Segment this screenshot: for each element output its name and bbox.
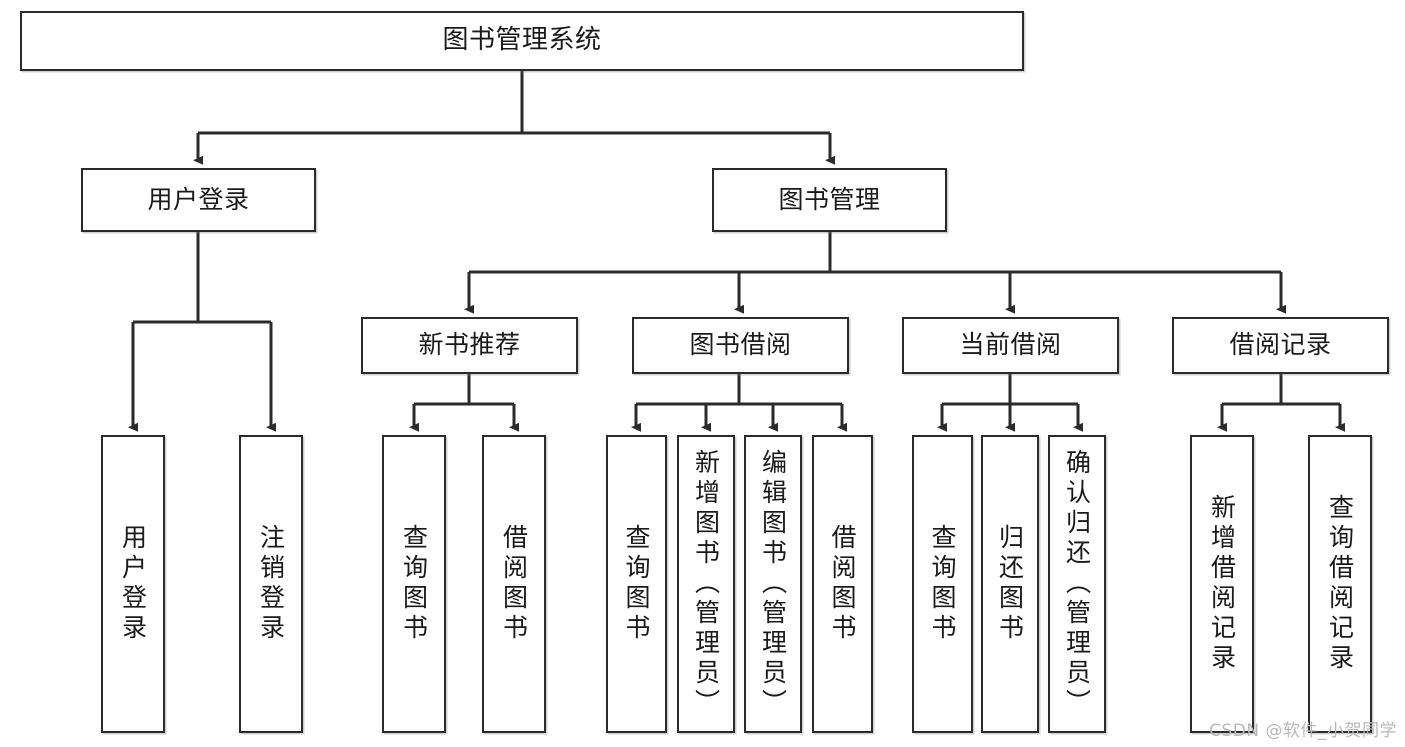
- node-label: 编辑图书（管理员）: [758, 449, 788, 719]
- leaf-borrow-book-newbook[interactable]: 借阅图书: [482, 435, 546, 733]
- node-label: 图书管理系统: [442, 25, 602, 56]
- leaf-add-borrow-record[interactable]: 新增借阅记录: [1190, 435, 1254, 733]
- node-root-system[interactable]: 图书管理系统: [20, 11, 1024, 71]
- node-label: 查询图书: [928, 524, 957, 644]
- node-current-borrow[interactable]: 当前借阅: [902, 317, 1119, 374]
- node-book-management[interactable]: 图书管理: [712, 168, 947, 232]
- leaf-query-book-newbook[interactable]: 查询图书: [382, 435, 446, 733]
- node-label: 借阅记录: [1229, 330, 1332, 360]
- leaf-query-borrow-record[interactable]: 查询借阅记录: [1308, 435, 1372, 733]
- node-label: 用户登录: [147, 184, 250, 214]
- leaf-logout[interactable]: 注销登录: [239, 435, 303, 733]
- node-label: 新书推荐: [418, 330, 521, 360]
- node-label: 查询借阅记录: [1325, 494, 1355, 674]
- node-label: 新增借阅记录: [1207, 494, 1237, 674]
- leaf-query-book-current[interactable]: 查询图书: [912, 435, 973, 733]
- node-label: 当前借阅: [959, 330, 1062, 360]
- node-user-login[interactable]: 用户登录: [81, 168, 316, 232]
- leaf-user-login[interactable]: 用户登录: [101, 435, 165, 733]
- node-label: 注销登录: [256, 524, 286, 644]
- leaf-return-book[interactable]: 归还图书: [981, 435, 1039, 733]
- node-label: 用户登录: [118, 524, 148, 644]
- node-label: 确认归还（管理员）: [1062, 449, 1092, 719]
- node-label: 归还图书: [995, 524, 1025, 644]
- node-label: 图书管理: [778, 184, 881, 214]
- csdn-watermark: CSDN @软件_小贺同学: [1209, 721, 1397, 741]
- leaf-borrow-book[interactable]: 借阅图书: [812, 435, 873, 733]
- node-label: 查询图书: [622, 524, 651, 644]
- node-label: 借阅图书: [499, 524, 529, 644]
- node-new-book-recommend[interactable]: 新书推荐: [361, 317, 578, 374]
- leaf-query-book-borrow[interactable]: 查询图书: [606, 435, 667, 733]
- node-label: 图书借阅: [689, 330, 792, 360]
- leaf-add-book-admin[interactable]: 新增图书（管理员）: [677, 435, 735, 733]
- node-label: 借阅图书: [828, 524, 857, 644]
- leaf-confirm-return-admin[interactable]: 确认归还（管理员）: [1048, 435, 1106, 733]
- node-borrow-record[interactable]: 借阅记录: [1172, 317, 1389, 374]
- node-book-borrow[interactable]: 图书借阅: [632, 317, 849, 374]
- node-label: 查询图书: [399, 524, 429, 644]
- node-label: 新增图书（管理员）: [691, 449, 721, 719]
- leaf-edit-book-admin[interactable]: 编辑图书（管理员）: [744, 435, 802, 733]
